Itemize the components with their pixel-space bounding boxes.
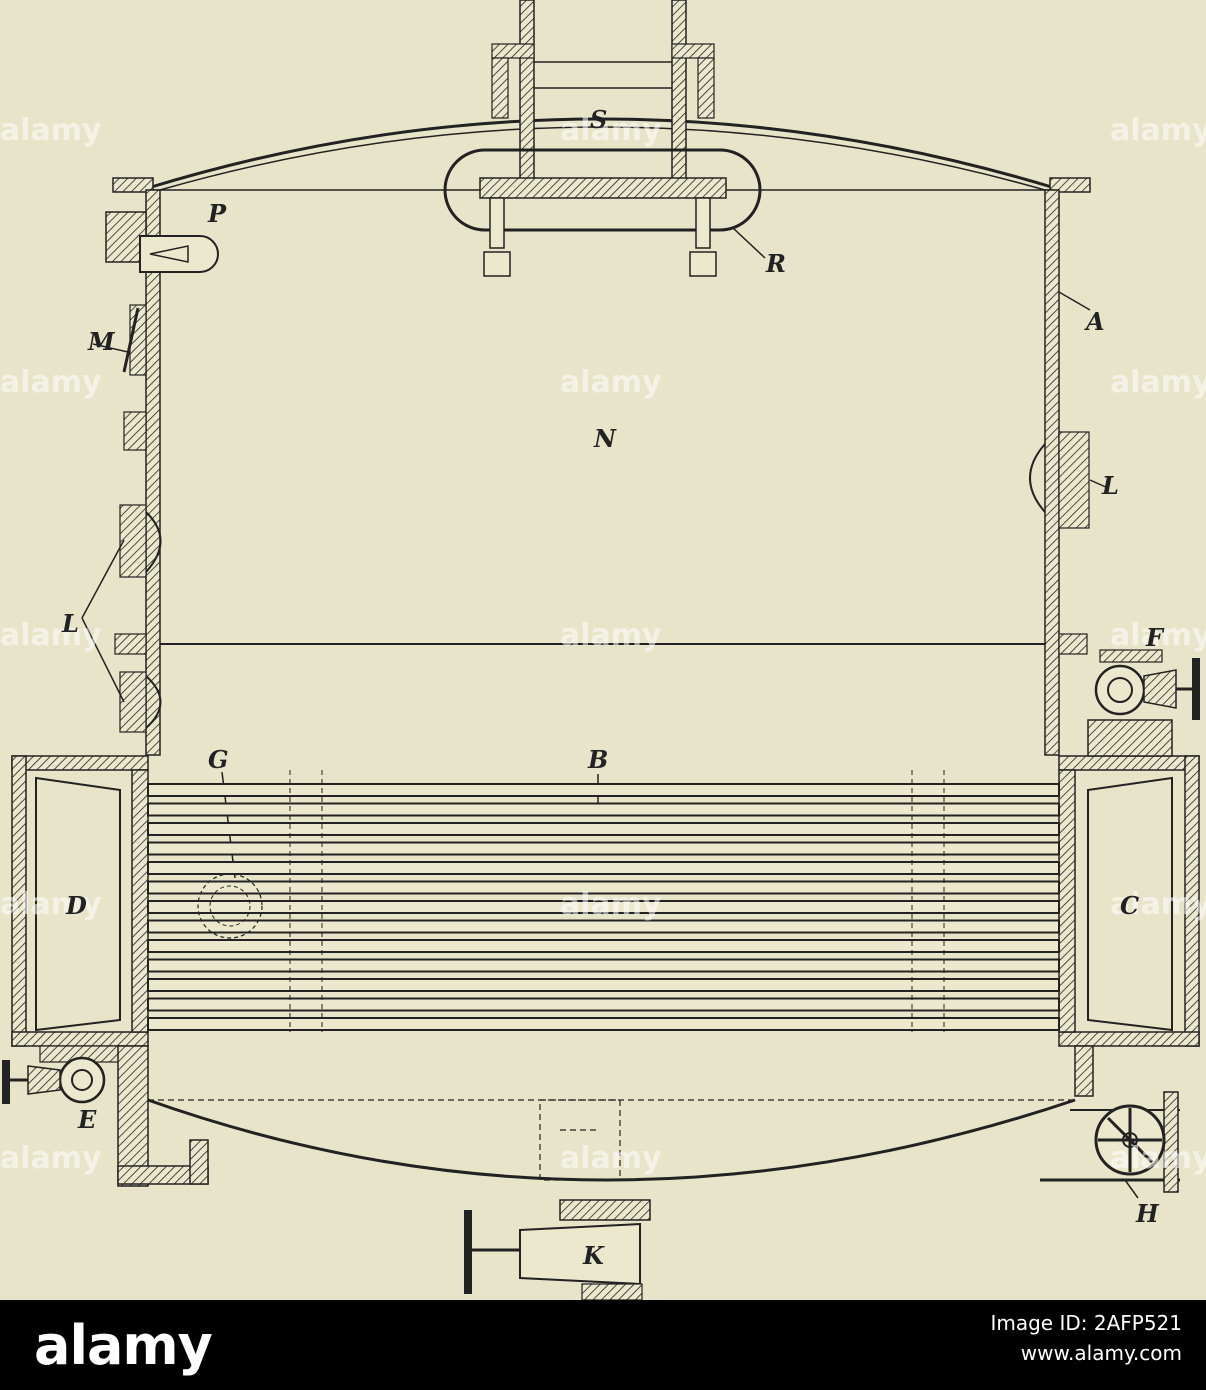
vacuum-pan-section-drawing: alamy alamy alamy alamy alamy alamy alam… [0,0,1206,1300]
svg-text:alamy: alamy [0,887,102,922]
tube [147,958,1060,973]
svg-text:alamy: alamy [560,113,662,148]
tube [147,978,1060,992]
label-c: C [1120,891,1139,920]
proof-stick [105,211,219,273]
tube [147,822,1060,836]
watermark-repeats: alamy alamy alamy alamy alamy alamy alam… [0,113,1206,1176]
svg-text:alamy: alamy [560,1141,662,1176]
save-all-catchall [443,148,762,277]
valve-f [1087,649,1200,757]
svg-text:alamy: alamy [1110,887,1206,922]
tube [147,783,1060,797]
label-s: S [590,105,607,134]
svg-text:alamy: alamy [560,618,662,653]
label-k: K [582,1241,605,1270]
label-e: E [77,1105,97,1134]
steam-inlet-g [197,873,263,939]
tube [147,841,1060,856]
discharge-valve-k [464,1199,651,1300]
label-b: B [587,745,608,774]
calandria-tubes [147,783,1060,1031]
tube [147,861,1060,875]
sight-glass-left-upper [119,504,162,578]
tube [147,939,1060,953]
svg-text:alamy: alamy [0,113,102,148]
tube [147,919,1060,934]
label-l-left: L [61,609,79,638]
diagram-figure: alamy alamy alamy alamy alamy alamy alam… [0,0,1206,1300]
label-n: N [593,424,617,453]
label-l-right: L [1101,471,1119,500]
svg-text:alamy: alamy [0,1141,102,1176]
sight-glass-right [1029,431,1090,529]
image-id-block: Image ID: 2AFP521 www.alamy.com [990,1308,1182,1368]
alamy-logo: alamy [34,1314,213,1377]
header-c [1087,776,1173,1032]
header-d [35,776,121,1032]
svg-text:alamy: alamy [0,365,102,400]
tube [147,1017,1060,1031]
shell-wall-right [1044,189,1060,756]
svg-text:alamy: alamy [1110,1141,1206,1176]
tie-rods [289,770,945,1032]
image-id-text: Image ID: 2AFP521 [990,1311,1182,1335]
tube [147,900,1060,914]
label-d: D [65,891,87,920]
svg-text:alamy: alamy [1110,113,1206,148]
label-p: P [207,199,227,228]
top-dome [147,117,1056,190]
centre-support [539,1099,621,1181]
label-f: F [1145,623,1165,652]
site-url: www.alamy.com [1020,1341,1182,1365]
label-m: M [87,327,116,356]
label-h: H [1135,1199,1160,1228]
shell-wall-left [145,189,161,756]
stock-footer-bar: alamy Image ID: 2AFP521 www.alamy.com [0,1300,1206,1390]
svg-text:alamy: alamy [1110,365,1206,400]
label-a: A [1084,307,1105,336]
tube [147,880,1060,895]
svg-text:alamy: alamy [1110,618,1206,653]
valve-e [2,1045,123,1104]
svg-text:alamy: alamy [0,618,102,653]
vapour-pipe [491,0,715,191]
svg-text:alamy: alamy [560,887,662,922]
top-flange-left [112,177,154,193]
tube [147,802,1060,817]
manometer-glass [122,304,147,451]
svg-text:alamy: alamy [560,365,662,400]
label-r: R [765,249,786,278]
top-flange-right [1049,177,1091,193]
label-g: G [208,745,229,774]
tube [147,997,1060,1012]
wheel-valve-h [1094,1104,1166,1176]
sight-glass-left-lower [119,671,162,733]
